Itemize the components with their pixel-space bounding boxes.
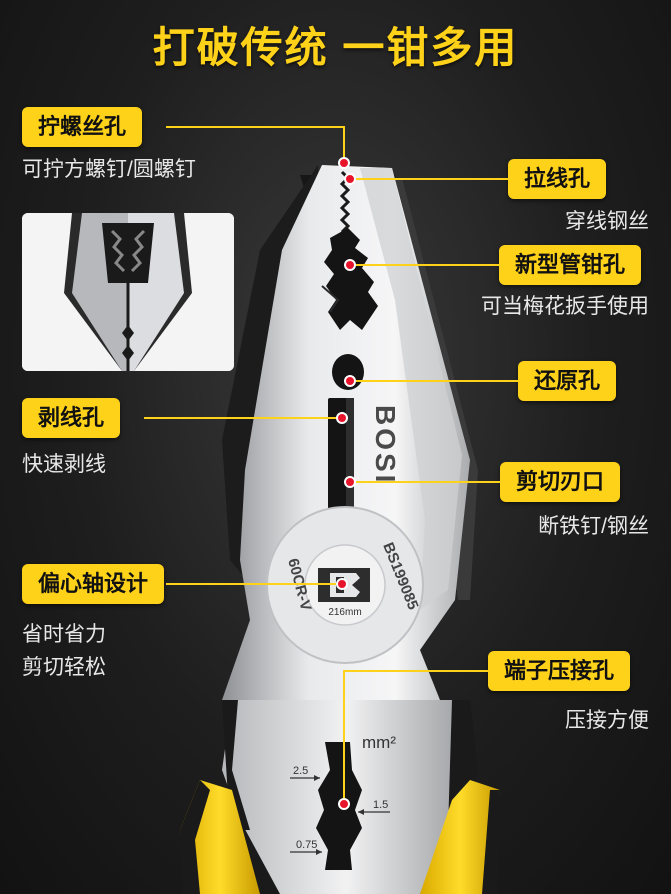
leader-crimp-hole-v <box>343 670 345 802</box>
leader-pull-wire-hole <box>352 178 508 180</box>
closeup-illustration <box>22 213 234 371</box>
desc-eccentric-shaft-2: 剪切轻松 <box>22 656 106 679</box>
marker-crimp-hole <box>338 798 350 810</box>
jaw-closeup-inset <box>22 213 234 371</box>
marker-pipe-hole <box>344 259 356 271</box>
desc-pipe-hole: 可当梅花扳手使用 <box>481 295 649 318</box>
tag-screw-hole: 拧螺丝孔 <box>22 107 143 147</box>
marker-screw-hole <box>338 157 350 169</box>
desc-screw-hole: 可拧方螺钉/圆螺钉 <box>22 158 196 181</box>
headline: 打破传统 一钳多用 <box>152 24 519 71</box>
handle-right <box>420 780 500 894</box>
marker-restore-hole <box>344 375 356 387</box>
tag-cutter-edge: 剪切刃口 <box>500 462 621 502</box>
tag-pull-wire-hole: 拉线孔 <box>508 159 607 199</box>
leader-cutter-edge <box>356 481 500 483</box>
tag-pipe-hole: 新型管钳孔 <box>499 245 642 285</box>
leader-crimp-hole <box>344 670 488 672</box>
desc-cutter-edge: 断铁钉/钢丝 <box>538 515 649 538</box>
desc-pull-wire-hole: 穿线钢丝 <box>565 210 649 233</box>
leader-restore-hole <box>356 380 518 382</box>
tag-strip-hole: 剥线孔 <box>22 398 121 438</box>
gauge-small: 0.75 <box>296 839 317 851</box>
marker-cutter-edge <box>344 476 356 488</box>
pipe-grip-hole-2 <box>321 285 340 313</box>
marker-strip-hole <box>336 412 348 424</box>
unit-text: mm² <box>362 733 396 752</box>
tag-crimp-hole: 端子压接孔 <box>488 651 631 691</box>
gauge-large: 2.5 <box>293 765 308 777</box>
marker-eccentric-shaft <box>336 578 348 590</box>
size-text: 216mm <box>328 607 361 618</box>
leader-screw-hole-v <box>343 126 345 162</box>
desc-eccentric-shaft-1: 省时省力 <box>22 623 106 646</box>
desc-strip-hole: 快速剥线 <box>22 453 106 476</box>
leader-strip-hole <box>144 417 340 419</box>
tag-eccentric-shaft: 偏心轴设计 <box>22 564 165 604</box>
brand-text: BOSI <box>370 405 401 485</box>
pipe-grip-hole <box>324 228 378 330</box>
marker-pull-wire-hole <box>344 173 356 185</box>
pliers-facet <box>360 168 462 610</box>
desc-crimp-hole: 压接方便 <box>565 709 649 732</box>
gauge-mid: 1.5 <box>373 799 388 811</box>
tag-restore-hole: 还原孔 <box>518 361 617 401</box>
leader-eccentric-shaft <box>166 583 342 585</box>
leader-pipe-hole <box>356 264 499 266</box>
leader-screw-hole <box>166 126 344 128</box>
